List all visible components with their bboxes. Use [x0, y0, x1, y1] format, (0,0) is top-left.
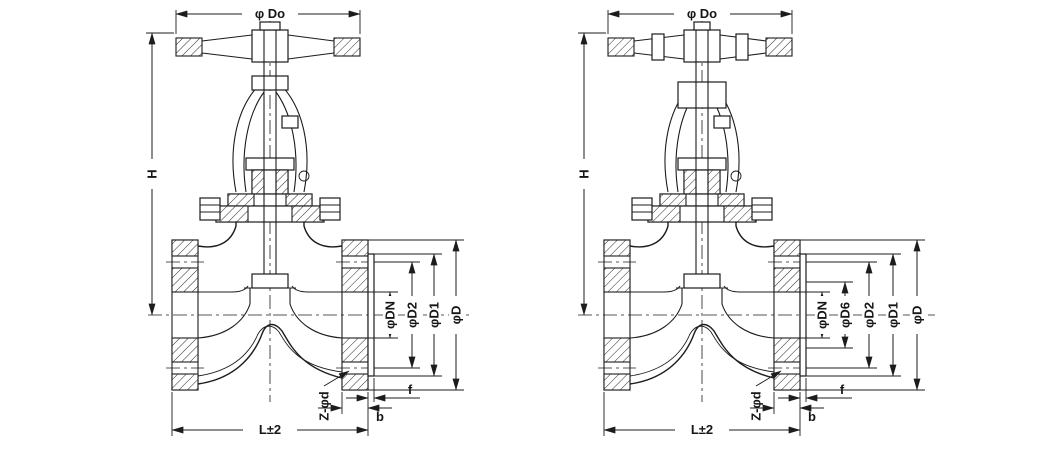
- handwheel-right: [607, 21, 793, 63]
- dim-label-bore: φDN: [383, 301, 398, 329]
- dim-label-groove-dia: φD6: [838, 302, 853, 328]
- bonnet-right: [631, 193, 773, 223]
- handwheel-hub: [683, 29, 721, 63]
- yoke-left: [232, 75, 308, 193]
- dimensions-right: φ Do H φDN φD6 φD2: [577, 6, 925, 437]
- stem-nut: [259, 21, 281, 31]
- dim-label-face-to-face: L±2: [259, 422, 281, 437]
- dim-label-flange-od: φD: [449, 306, 464, 325]
- raised-face: [367, 253, 375, 377]
- bonnet-bolt-right: [751, 197, 773, 221]
- dim-label-handwheel-diameter: φ Do: [687, 6, 717, 21]
- dimensions-left: φ Do H φDN φD2 φD1: [145, 6, 464, 437]
- handwheel-rim-left: [607, 37, 635, 57]
- dim-label-bolt-circle: φD2: [862, 302, 877, 328]
- handwheel-rim-left: [175, 37, 203, 57]
- flange-left-right: [341, 239, 375, 391]
- dim-label-bore: φDN: [815, 301, 830, 329]
- eye-bolt: [730, 170, 742, 182]
- dim-label-flange-thickness: b: [808, 409, 816, 424]
- valve-left: φ Do H φDN φD2 φD1: [145, 6, 470, 437]
- valve-disc: [251, 273, 289, 289]
- handwheel-rim-right: [765, 37, 793, 57]
- bonnet-left: [199, 193, 341, 223]
- stem-clamp: [713, 115, 731, 129]
- flange-right-left: [603, 239, 631, 391]
- stem-clamp: [281, 115, 299, 129]
- dim-label-height: H: [145, 169, 160, 178]
- dim-label-raised-face-dia: φD1: [886, 302, 901, 328]
- dim-label-flange-thickness: b: [376, 409, 384, 424]
- dim-label-bolt-holes: Z-φd: [749, 391, 764, 421]
- valve-right: φ Do H φDN φD6 φD2: [577, 6, 935, 437]
- handwheel-spoke-right: [735, 33, 749, 61]
- dim-label-raised-face-height: f: [840, 382, 845, 397]
- dim-label-raised-face-height: f: [408, 382, 413, 397]
- stem-right: [683, 30, 721, 289]
- body-right: [603, 221, 807, 391]
- stem-left: [251, 30, 289, 289]
- dim-label-raised-face-dia: φD1: [427, 302, 442, 328]
- handwheel-rim-right: [333, 37, 361, 57]
- bonnet-bolt-left: [199, 197, 221, 221]
- gland-flange: [245, 157, 295, 171]
- gland-flange: [677, 157, 727, 171]
- handwheel-left: [175, 21, 361, 63]
- flange-left-left: [171, 239, 199, 391]
- dim-label-height: H: [577, 169, 592, 178]
- dim-label-bolt-holes: Z-φd: [317, 391, 332, 421]
- handwheel-spoke-left: [651, 33, 665, 61]
- handwheel-hub: [251, 29, 289, 63]
- flange-right-right: [773, 239, 807, 391]
- yoke-nut-boss: [677, 81, 727, 109]
- body-left: [171, 221, 375, 391]
- dim-label-bolt-circle: φD2: [405, 302, 420, 328]
- dim-label-handwheel-diameter: φ Do: [255, 6, 285, 21]
- raised-face: [799, 253, 807, 377]
- gland-assembly-left: [245, 115, 310, 195]
- eye-bolt: [298, 170, 310, 182]
- dim-label-flange-od: φD: [910, 306, 925, 325]
- gland-assembly-right: [677, 115, 742, 195]
- valve-disc: [683, 273, 721, 289]
- yoke-right: [664, 81, 740, 193]
- dim-label-face-to-face: L±2: [691, 422, 713, 437]
- bonnet-bolt-left: [631, 197, 653, 221]
- yoke-nut-boss: [251, 75, 289, 91]
- stem-nut: [693, 21, 711, 31]
- bonnet-bolt-right: [319, 197, 341, 221]
